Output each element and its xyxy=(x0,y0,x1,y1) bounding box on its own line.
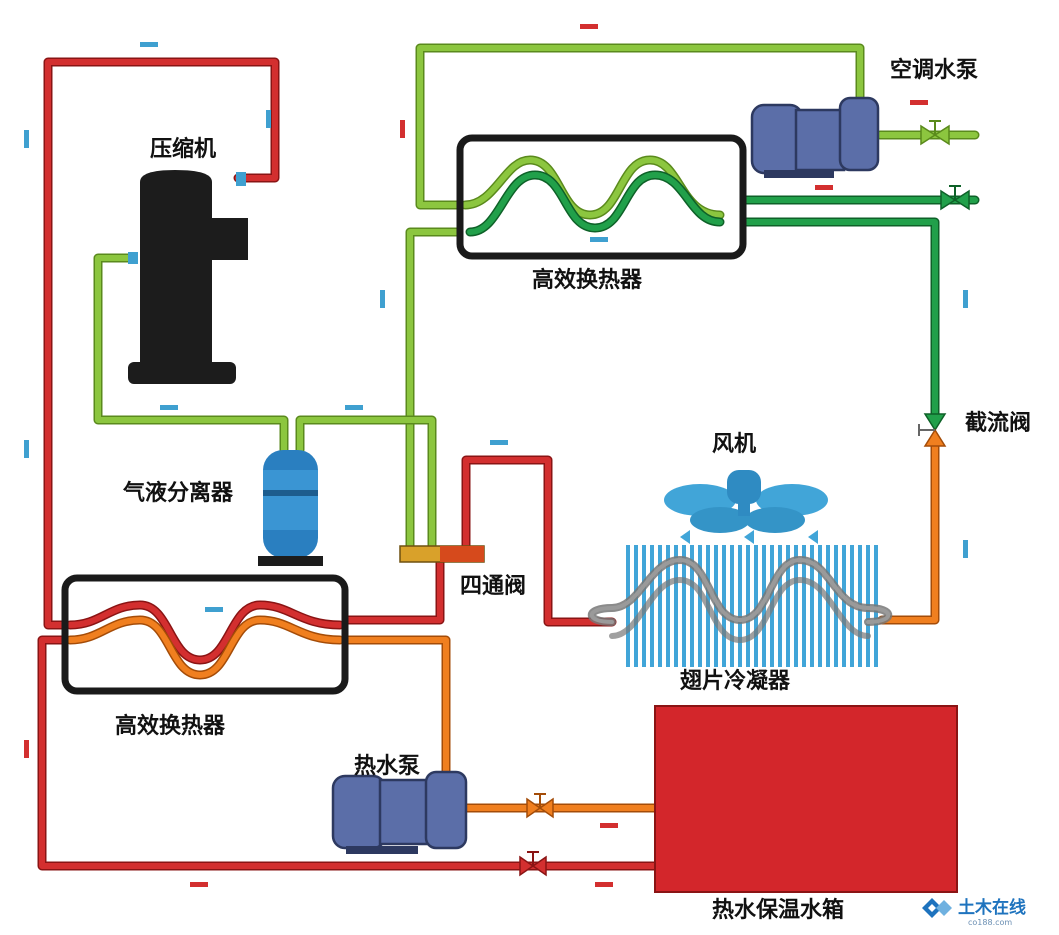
valve-ac-outlet xyxy=(940,185,970,211)
throttle-valve xyxy=(918,413,947,447)
condenser-fin xyxy=(666,545,670,667)
valve-hot-return xyxy=(519,851,547,877)
valve-hot-supply xyxy=(526,793,554,819)
condenser-fin xyxy=(842,545,846,667)
condenser-fin xyxy=(730,545,734,667)
condenser-fin xyxy=(698,545,702,667)
bottom-heat-exchanger xyxy=(61,574,349,695)
condenser-fin xyxy=(754,545,758,667)
watermark-logo-icon xyxy=(922,898,952,918)
label-compressor: 压缩机 xyxy=(150,136,216,162)
condenser-fin xyxy=(826,545,830,667)
label-separator: 气液分离器 xyxy=(122,480,234,506)
label-hot-pump: 热水泵 xyxy=(354,753,420,779)
pipe-orange-condenser-throttle xyxy=(877,440,940,625)
label-tank: 热水保温水箱 xyxy=(712,897,844,923)
pipe-green-throttle-hx xyxy=(715,217,940,420)
hot-water-pump xyxy=(331,770,468,854)
condenser-fin xyxy=(674,545,678,667)
condenser-fin xyxy=(818,545,822,667)
valve-ac-inlet xyxy=(920,120,950,146)
condenser-fin xyxy=(746,545,750,667)
condenser-fin xyxy=(690,545,694,667)
condenser-fin xyxy=(810,545,814,667)
condenser-fin xyxy=(722,545,726,667)
compressor xyxy=(128,170,248,384)
condenser-fin xyxy=(794,545,798,667)
gas-liquid-separator xyxy=(258,450,323,566)
watermark: 土木在线 co188.com xyxy=(922,897,1026,927)
condenser-fin xyxy=(778,545,782,667)
ac-water-pump xyxy=(750,96,880,178)
label-fan: 风机 xyxy=(712,431,756,457)
label-four-way-valve: 四通阀 xyxy=(460,573,526,599)
label-throttle: 截流阀 xyxy=(965,410,1031,436)
condenser-fin xyxy=(802,545,806,667)
label-hx-top: 高效换热器 xyxy=(532,267,643,293)
refrigerant-pipes xyxy=(37,43,980,871)
condenser-fin xyxy=(634,545,638,667)
condenser-fin xyxy=(738,545,742,667)
fan xyxy=(664,470,828,544)
flow-arrows xyxy=(24,24,968,887)
condenser-coil xyxy=(588,555,893,644)
condenser-fin xyxy=(650,545,654,667)
watermark-text: 土木在线 xyxy=(958,897,1026,918)
watermark-sub: co188.com xyxy=(968,918,1012,927)
condenser-fin xyxy=(786,545,790,667)
hot-water-tank xyxy=(654,705,958,893)
label-condenser: 翅片冷凝器 xyxy=(680,668,791,694)
top-heat-exchanger xyxy=(456,134,747,260)
label-hx-bottom: 高效换热器 xyxy=(115,713,226,739)
condenser-fin xyxy=(658,545,662,667)
label-ac-pump: 空调水泵 xyxy=(890,57,978,83)
pipe-lightgreen-valve-hx xyxy=(405,227,475,553)
four-way-valve xyxy=(399,545,485,563)
condenser-fin xyxy=(682,545,686,667)
